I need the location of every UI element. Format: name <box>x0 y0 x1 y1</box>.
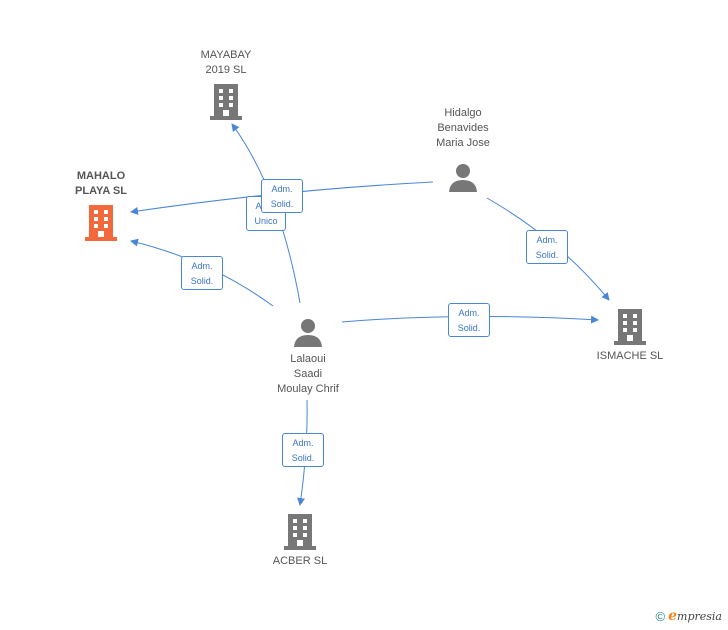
brand-logo: empresia <box>668 608 722 624</box>
node-label-lalaoui: Lalaoui Saadi Moulay Chrif <box>277 353 339 395</box>
edge-label-lalaoui-ismache[interactable]: Adm. Solid. <box>448 303 490 337</box>
edge-label-lalaoui-mahalo[interactable]: Adm. Solid. <box>181 256 223 290</box>
node-label-hidalgo: Hidalgo Benavides Maria Jose <box>436 107 490 149</box>
node-label-ismache: ISMACHE SL <box>596 350 664 362</box>
footer-brand: © empresia <box>656 608 722 624</box>
building-icon <box>284 514 316 550</box>
node-label-mayabay: MAYABAY 2019 SL <box>200 49 252 76</box>
person-icon <box>449 164 477 192</box>
node-label-mahalo: MAHALO PLAYA SL <box>75 170 127 197</box>
edge-label-hidalgo-ismache[interactable]: Adm. Solid. <box>526 230 568 264</box>
building-icon <box>210 84 242 120</box>
node-label-acber: ACBER SL <box>272 555 328 567</box>
building-icon <box>614 309 646 345</box>
edge-label-hidalgo-mahalo[interactable]: Adm. Solid. <box>261 179 303 213</box>
edge-label-lalaoui-acber[interactable]: Adm. Solid. <box>282 433 324 467</box>
person-icon <box>294 319 322 347</box>
copyright-symbol: © <box>655 608 666 624</box>
building-icon <box>85 205 117 241</box>
